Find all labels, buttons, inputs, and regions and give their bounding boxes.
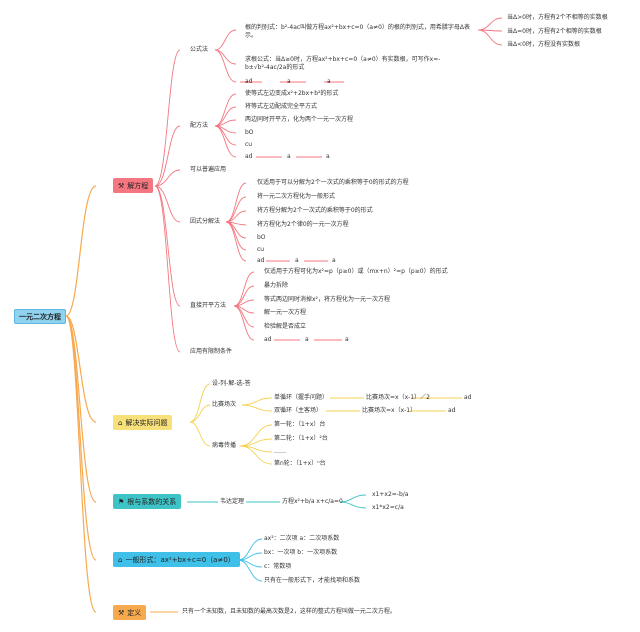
cs-chain-1: a (287, 153, 291, 160)
flag-icon: ⚑ (118, 497, 125, 506)
case-positive: 当Δ>0时，方程有2个不相等的实数根 (507, 14, 608, 21)
hammer-icon: ⚒ (118, 608, 125, 617)
dr-step-4: 解一元一次方程 (264, 309, 307, 316)
branch-general-label: 一般形式：ax²+bx+c=0（a≠0） (125, 555, 235, 564)
branch-apply[interactable]: ⌂解决实际问题 (113, 415, 173, 430)
fac-chain-0: ad (257, 257, 265, 264)
formula-chain-2: a (327, 78, 331, 85)
apply-steps: 设-列-解-选-答 (212, 380, 251, 387)
single-round-formula: 比赛场次=x（x-1）／2 (366, 394, 430, 401)
case-negative: 当Δ<0时，方程没有实数根 (507, 41, 580, 48)
virus-round-1: 第一轮：（1+x）台 (274, 421, 326, 428)
dr-chain-1: a (305, 336, 309, 343)
double-round-formula: 比赛场次=x（x-1） (362, 407, 417, 414)
direct-root-method[interactable]: 直接开平方法 (190, 302, 227, 309)
double-round-tail: ad (448, 407, 456, 414)
formula-chain-1: a (287, 78, 291, 85)
vieta-theorem[interactable]: 韦达定理 (220, 498, 245, 505)
cs-chain-2: a (326, 153, 330, 160)
branch-roots[interactable]: ⚑根与系数的关系 (113, 494, 182, 509)
fac-step-1: 仅适用于可以分解为2个一次式的乘积等于0的形式的方程 (257, 179, 409, 186)
virus-spread[interactable]: 病毒传播 (212, 442, 237, 449)
cs-step-4: bO (245, 129, 254, 136)
double-round-label: 双循环（主客场） (274, 407, 323, 414)
formula-chain-0: ad (245, 78, 253, 85)
house-icon: ⌂ (118, 418, 123, 427)
branch-definition-label: 定义 (127, 608, 142, 617)
branch-roots-label: 根与系数的关系 (127, 497, 177, 506)
definition-text: 只有一个未知数，且未知数的最高次数是2，这样的整式方程叫做一元二次方程。 (182, 608, 396, 615)
factoring-method[interactable]: 因式分解法 (190, 218, 221, 225)
general-note: 只有在一般形式下，才能找项和系数 (264, 577, 361, 584)
general-constant-term: c：常数项 (264, 563, 292, 570)
branch-solve[interactable]: ⚒解方程 (113, 178, 154, 193)
case-zero: 当Δ=0时，方程有2个相等的实数根 (507, 28, 602, 35)
dr-step-3: 等式两边同时消掉x²，将方程化为一元一次方程 (264, 296, 390, 303)
virus-round-2: 第二轮：（1+x）²台 (274, 435, 328, 442)
root-node[interactable]: 一元二次方程 (14, 309, 66, 324)
branch-solve-label: 解方程 (127, 181, 149, 190)
complete-square-method[interactable]: 配方法 (190, 122, 209, 129)
discriminant-text: 根的判别式：b²-4ac叫做方程ax²+bx+c=0（a≠0）的根的判别式，用希… (245, 24, 470, 39)
restricted-note: 应用有限制条件 (190, 348, 233, 355)
dr-step-5: 检验解是否成立 (264, 323, 307, 330)
virus-round-ellipsis: …… (274, 448, 286, 455)
single-round-tail: ad (464, 394, 472, 401)
vieta-product: x1*x2=c/a (372, 504, 404, 511)
fac-chain-1: a (295, 257, 299, 264)
hammer-icon: ⚒ (118, 181, 125, 190)
fac-step-2: 将一元二次方程化为一般形式 (257, 193, 336, 200)
general-linear-term: bx：一次项 b：一次项系数 (264, 549, 338, 556)
dr-chain-2: a (345, 336, 349, 343)
cs-step-2: 将等式左边配成完全平方式 (245, 103, 318, 110)
general-quadratic-term: ax²：二次项 a：二次项系数 (264, 535, 340, 542)
match-count[interactable]: 比赛场次 (212, 401, 237, 408)
single-round-label: 单循环（握手问题） (274, 394, 329, 401)
cs-step-5: cu (245, 141, 253, 148)
dr-step-2: 暴力拆除 (264, 282, 289, 289)
branch-definition[interactable]: ⚒定义 (113, 605, 147, 620)
vieta-sum: x1+x2=-b/a (372, 491, 409, 498)
cs-step-3: 两边同时开平方，化为两个一元一次方程 (245, 116, 354, 123)
branch-general[interactable]: ⌂一般形式：ax²+bx+c=0（a≠0） (113, 552, 240, 567)
cs-chain-0: ad (245, 153, 253, 160)
dr-chain-0: ad (264, 336, 272, 343)
general-use-note: 可以普遍应用 (190, 166, 227, 173)
fac-step-6: cu (257, 246, 265, 253)
fac-step-4: 将方程化为2个律0的一元一次方程 (257, 221, 349, 228)
home-icon: ⌂ (118, 555, 123, 564)
branch-apply-label: 解决实际问题 (125, 418, 168, 427)
fac-chain-2: a (332, 257, 336, 264)
virus-round-n: 第n轮：（1+x）ⁿ台 (274, 460, 326, 467)
cs-step-1: 使等式左边变成x²+2bx+b²的形式 (245, 90, 339, 97)
fac-step-3: 将方程分解为2个一次式的乘积等于0的形式 (257, 207, 373, 214)
root-formula-text: 求根公式：当Δ≥0时，方程ax²+bx+c=0（a≠0）有实数根，可写作x=-b… (245, 56, 441, 71)
fac-step-5: bO (257, 234, 266, 241)
vieta-equation: 方程x²+b/a x+c/a=0 (282, 498, 343, 505)
formula-method[interactable]: 公式法 (190, 46, 209, 53)
dr-step-1: 仅适用于方程可化为x²=p（p≥0）或（mx+n）²=p（p≥0）的形式 (264, 268, 448, 275)
